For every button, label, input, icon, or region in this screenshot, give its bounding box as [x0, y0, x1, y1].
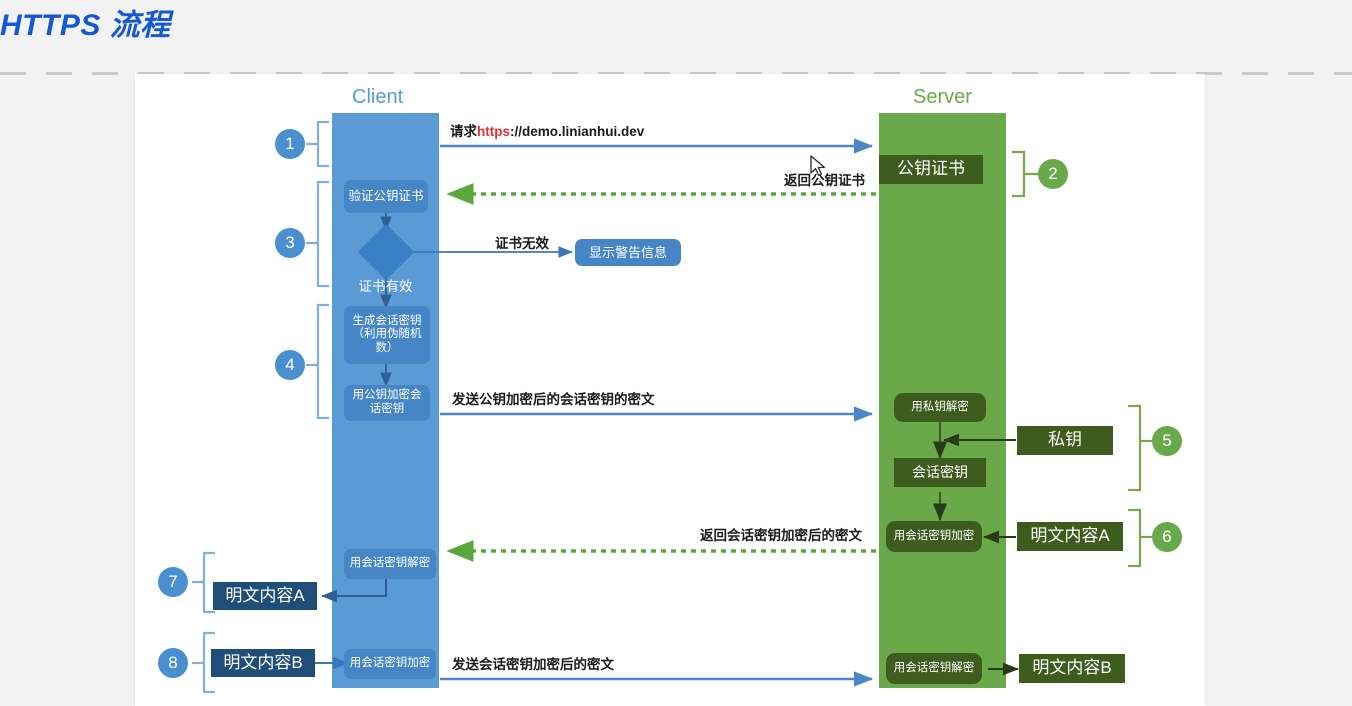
node-generate-session-key[interactable]: 生成会话密钥 （利用伪随机 数）: [344, 306, 430, 364]
label-request-url: 请求https://demo.linianhui.dev: [450, 120, 644, 140]
label-cert-invalid: 证书无效: [495, 236, 549, 251]
node-server-encrypt-session-key[interactable]: 用会话密钥加密: [886, 521, 982, 552]
step-badge-6[interactable]: 6: [1152, 522, 1182, 552]
node-client-plaintext-b[interactable]: 明文内容B: [211, 649, 315, 677]
node-client-decrypt-session-key[interactable]: 用会话密钥解密: [344, 549, 436, 579]
label-return-encrypted-session: 返回会话密钥加密后的密文: [700, 528, 862, 543]
mouse-cursor: [810, 155, 826, 177]
node-encrypt-with-public-key[interactable]: 用公钥加密会 话密钥: [344, 385, 430, 421]
label-send-encrypted-session-b: 发送会话密钥加密后的密文: [452, 657, 614, 672]
node-server-decrypt-session-key[interactable]: 用会话密钥解密: [886, 653, 982, 684]
node-client-plaintext-a[interactable]: 明文内容A: [213, 582, 317, 610]
label-request-prefix: 请求: [450, 124, 477, 139]
node-session-key[interactable]: 会话密钥: [894, 458, 986, 487]
node-decrypt-with-private-key[interactable]: 用私钥解密: [894, 393, 986, 422]
label-https-scheme: https: [477, 124, 510, 139]
step-badge-4[interactable]: 4: [275, 350, 305, 380]
node-server-plaintext-b[interactable]: 明文内容B: [1019, 654, 1125, 683]
node-private-key[interactable]: 私钥: [1017, 426, 1113, 455]
node-verify-cert[interactable]: 验证公钥证书: [344, 180, 428, 213]
lane-title-client: Client: [352, 86, 404, 108]
label-send-encrypted-session-key: 发送公钥加密后的会话密钥的密文: [452, 392, 655, 407]
label-request-rest: ://demo.linianhui.dev: [510, 124, 645, 139]
step-badge-3[interactable]: 3: [275, 228, 305, 258]
step-badge-1[interactable]: 1: [275, 129, 305, 159]
node-server-plaintext-a[interactable]: 明文内容A: [1017, 522, 1123, 551]
page-title: HTTPS 流程: [0, 9, 171, 42]
label-return-public-cert: 返回公钥证书: [784, 173, 865, 188]
lane-title-server: Server: [913, 86, 972, 108]
step-badge-7[interactable]: 7: [158, 567, 188, 597]
slide-ruler-divider: [0, 72, 1352, 75]
step-badge-2[interactable]: 2: [1038, 159, 1068, 189]
label-cert-valid: 证书有效: [358, 279, 413, 294]
node-client-encrypt-session-key[interactable]: 用会话密钥加密: [344, 649, 436, 679]
step-badge-8[interactable]: 8: [158, 648, 188, 678]
node-public-key-cert[interactable]: 公钥证书: [879, 155, 983, 184]
node-show-warning[interactable]: 显示警告信息: [575, 239, 681, 266]
step-badge-5[interactable]: 5: [1152, 426, 1182, 456]
